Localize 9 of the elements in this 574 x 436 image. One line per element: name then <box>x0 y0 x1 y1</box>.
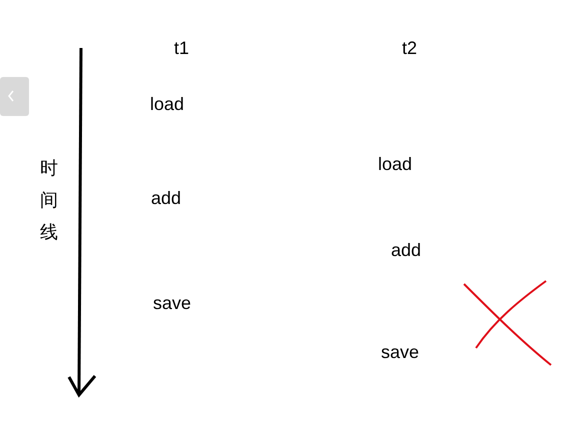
step-label: load <box>378 154 412 175</box>
step-label: save <box>381 342 420 363</box>
step-label: load <box>150 94 184 115</box>
column-header: t2 <box>402 38 418 59</box>
step-label: save <box>153 293 192 314</box>
axis-label: 时间线 <box>40 157 59 244</box>
column-header: t1 <box>174 38 190 59</box>
step-label: add <box>151 188 182 209</box>
step-label: add <box>391 240 422 261</box>
